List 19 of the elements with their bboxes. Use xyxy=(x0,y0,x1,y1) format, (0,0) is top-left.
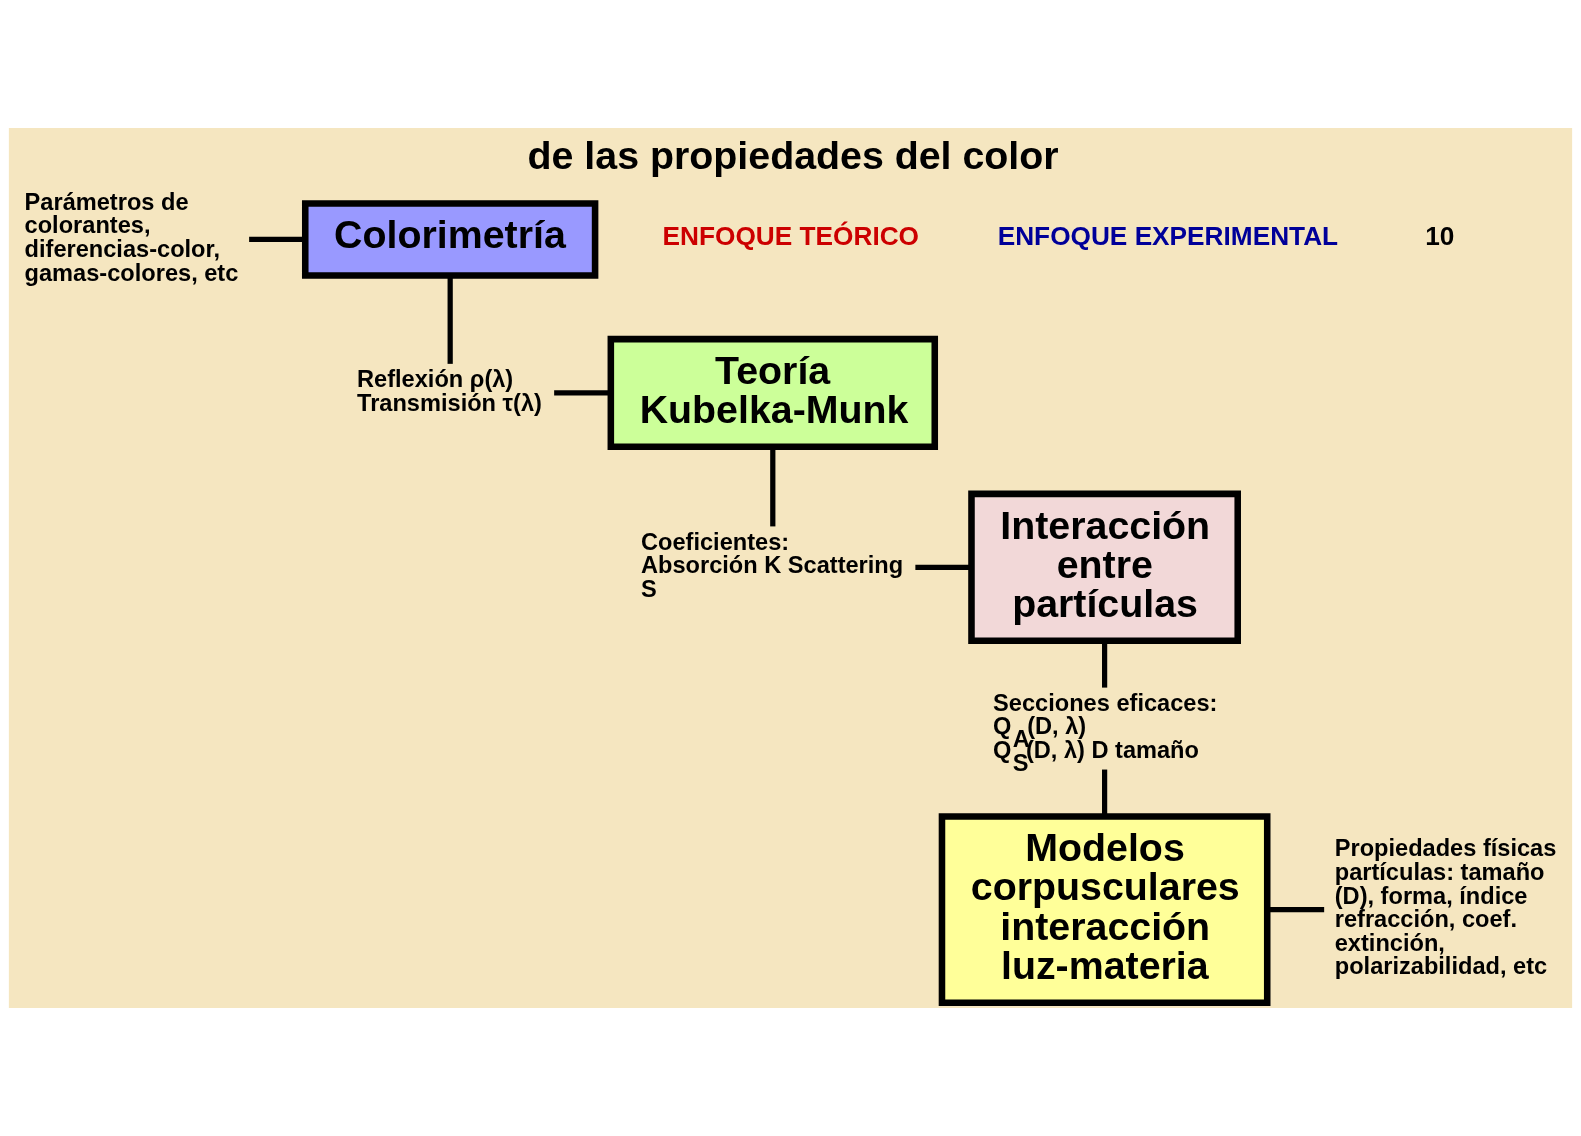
label: ENFOQUE EXPERIMENTAL xyxy=(997,220,1339,251)
connector xyxy=(1101,641,1108,688)
node-text: Propiedades físicas partículas: tamaño (D), forma, índice refracción, coef. extinción, polarizabilidad, etc xyxy=(1334,835,1557,980)
connector xyxy=(249,236,305,243)
connector xyxy=(554,390,611,396)
node-text: Parámetros de colorantes, diferencias-color, gamas-colores, etc xyxy=(24,188,239,286)
diagram-title: de las propiedades del color xyxy=(527,132,1059,177)
label: ENFOQUE TEÓRICO xyxy=(662,220,920,251)
label: 10 xyxy=(1425,220,1455,251)
node-box: Colorimetría xyxy=(301,200,599,279)
connector xyxy=(1101,769,1108,817)
node-box: Interacción entre partículas xyxy=(968,490,1241,645)
node-text: Coeficientes: Absorción K Scattering S xyxy=(640,528,904,602)
node-text: Reflexión ρ(λ) Transmisión τ(λ) xyxy=(357,365,542,416)
connector xyxy=(447,275,453,364)
node-box: Teoría Kubelka-Munk xyxy=(607,335,939,450)
connector xyxy=(915,564,972,570)
node-box: Modelos corpusculares interacción luz-materia xyxy=(938,813,1271,1007)
connector xyxy=(1267,907,1325,913)
